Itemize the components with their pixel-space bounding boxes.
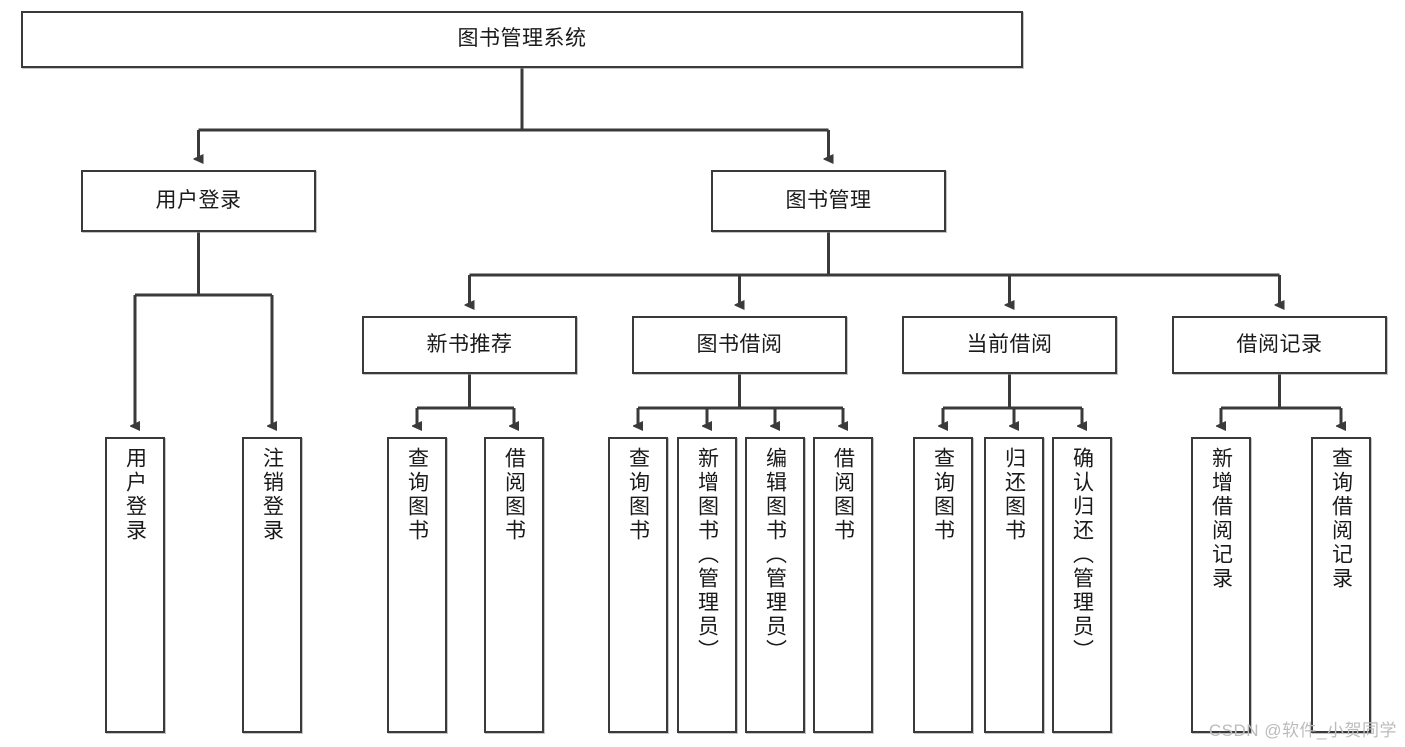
node-label: 图书借阅 <box>696 332 783 356</box>
node-label: 当前借阅 <box>966 332 1053 356</box>
node-label: 查询图书 <box>931 447 955 543</box>
node-leaf-add-record[interactable]: 新增借阅记录 <box>1191 437 1251 733</box>
node-leaf-query-book-1[interactable]: 查询图书 <box>387 437 447 733</box>
node-label: 用户登录 <box>123 447 147 543</box>
node-leaf-edit-book[interactable]: 编辑图书（管理员） <box>745 437 805 733</box>
node-leaf-confirm-ret[interactable]: 确认归还（管理员） <box>1052 437 1112 733</box>
node-leaf-return-book[interactable]: 归还图书 <box>984 437 1044 733</box>
node-label: 归还图书 <box>1002 447 1026 543</box>
node-label: 图书管理 <box>785 188 872 212</box>
node-label: 注销登录 <box>260 447 284 543</box>
node-label: 查询借阅记录 <box>1329 447 1353 591</box>
node-borrow-record[interactable]: 借阅记录 <box>1172 316 1387 374</box>
node-leaf-borrow-book-2[interactable]: 借阅图书 <box>813 437 873 733</box>
node-label: 新增图书（管理员） <box>695 447 719 663</box>
node-label: 图书管理系统 <box>457 27 587 51</box>
node-leaf-query-book-3[interactable]: 查询图书 <box>913 437 973 733</box>
node-label: 编辑图书（管理员） <box>763 447 787 663</box>
node-label: 查询图书 <box>405 447 429 543</box>
node-leaf-add-book[interactable]: 新增图书（管理员） <box>677 437 737 733</box>
node-label: 查询图书 <box>626 447 650 543</box>
node-label: 确认归还（管理员） <box>1070 447 1094 663</box>
node-user-login[interactable]: 用户登录 <box>81 170 316 232</box>
node-book-manage[interactable]: 图书管理 <box>711 170 946 232</box>
node-label: 借阅记录 <box>1236 332 1323 356</box>
node-book-borrow[interactable]: 图书借阅 <box>632 316 847 374</box>
node-label: 新增借阅记录 <box>1209 447 1233 591</box>
node-new-book-rec[interactable]: 新书推荐 <box>362 316 577 374</box>
node-leaf-borrow-book-1[interactable]: 借阅图书 <box>484 437 544 733</box>
node-leaf-user-login[interactable]: 用户登录 <box>105 437 165 733</box>
node-leaf-logout[interactable]: 注销登录 <box>242 437 302 733</box>
node-root[interactable]: 图书管理系统 <box>21 11 1023 68</box>
node-current-borrow[interactable]: 当前借阅 <box>902 316 1117 374</box>
node-label: 用户登录 <box>155 188 242 212</box>
node-label: 借阅图书 <box>831 447 855 543</box>
node-leaf-query-record[interactable]: 查询借阅记录 <box>1311 437 1371 733</box>
node-label: 借阅图书 <box>502 447 526 543</box>
csdn-watermark: CSDN @软件_小贺同学 <box>1208 721 1397 740</box>
node-label: 新书推荐 <box>426 332 513 356</box>
node-leaf-query-book-2[interactable]: 查询图书 <box>608 437 668 733</box>
